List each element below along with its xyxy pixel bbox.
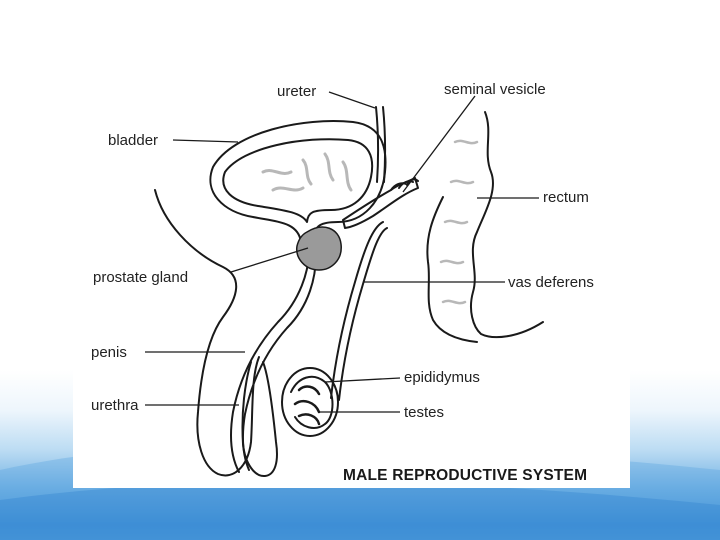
label-seminal-vesicle: seminal vesicle xyxy=(444,82,546,97)
label-urethra: urethra xyxy=(91,398,139,413)
label-epididymus: epididymus xyxy=(404,370,480,385)
label-prostate-gland: prostate gland xyxy=(93,270,188,285)
leader-epididymus xyxy=(325,378,400,382)
bladder-inner xyxy=(223,139,372,222)
penis-outline xyxy=(242,362,276,476)
diagram-title: MALE REPRODUCTIVE SYSTEM xyxy=(343,468,587,484)
leader-bladder xyxy=(173,140,238,142)
leader-ureter xyxy=(329,92,375,108)
label-testes: testes xyxy=(404,405,444,420)
label-rectum: rectum xyxy=(543,190,589,205)
prostate-shape xyxy=(297,227,341,270)
label-ureter: ureter xyxy=(277,84,316,99)
leader-seminal-vesicle xyxy=(403,96,475,192)
label-penis: penis xyxy=(91,345,127,360)
label-bladder: bladder xyxy=(108,133,158,148)
rectum-outline xyxy=(471,112,543,337)
ureter-tube xyxy=(376,107,378,182)
anatomy-diagram: ureter seminal vesicle bladder rectum pr… xyxy=(73,72,630,488)
leader-prostate xyxy=(231,248,308,272)
label-vas-deferens: vas deferens xyxy=(508,275,594,290)
